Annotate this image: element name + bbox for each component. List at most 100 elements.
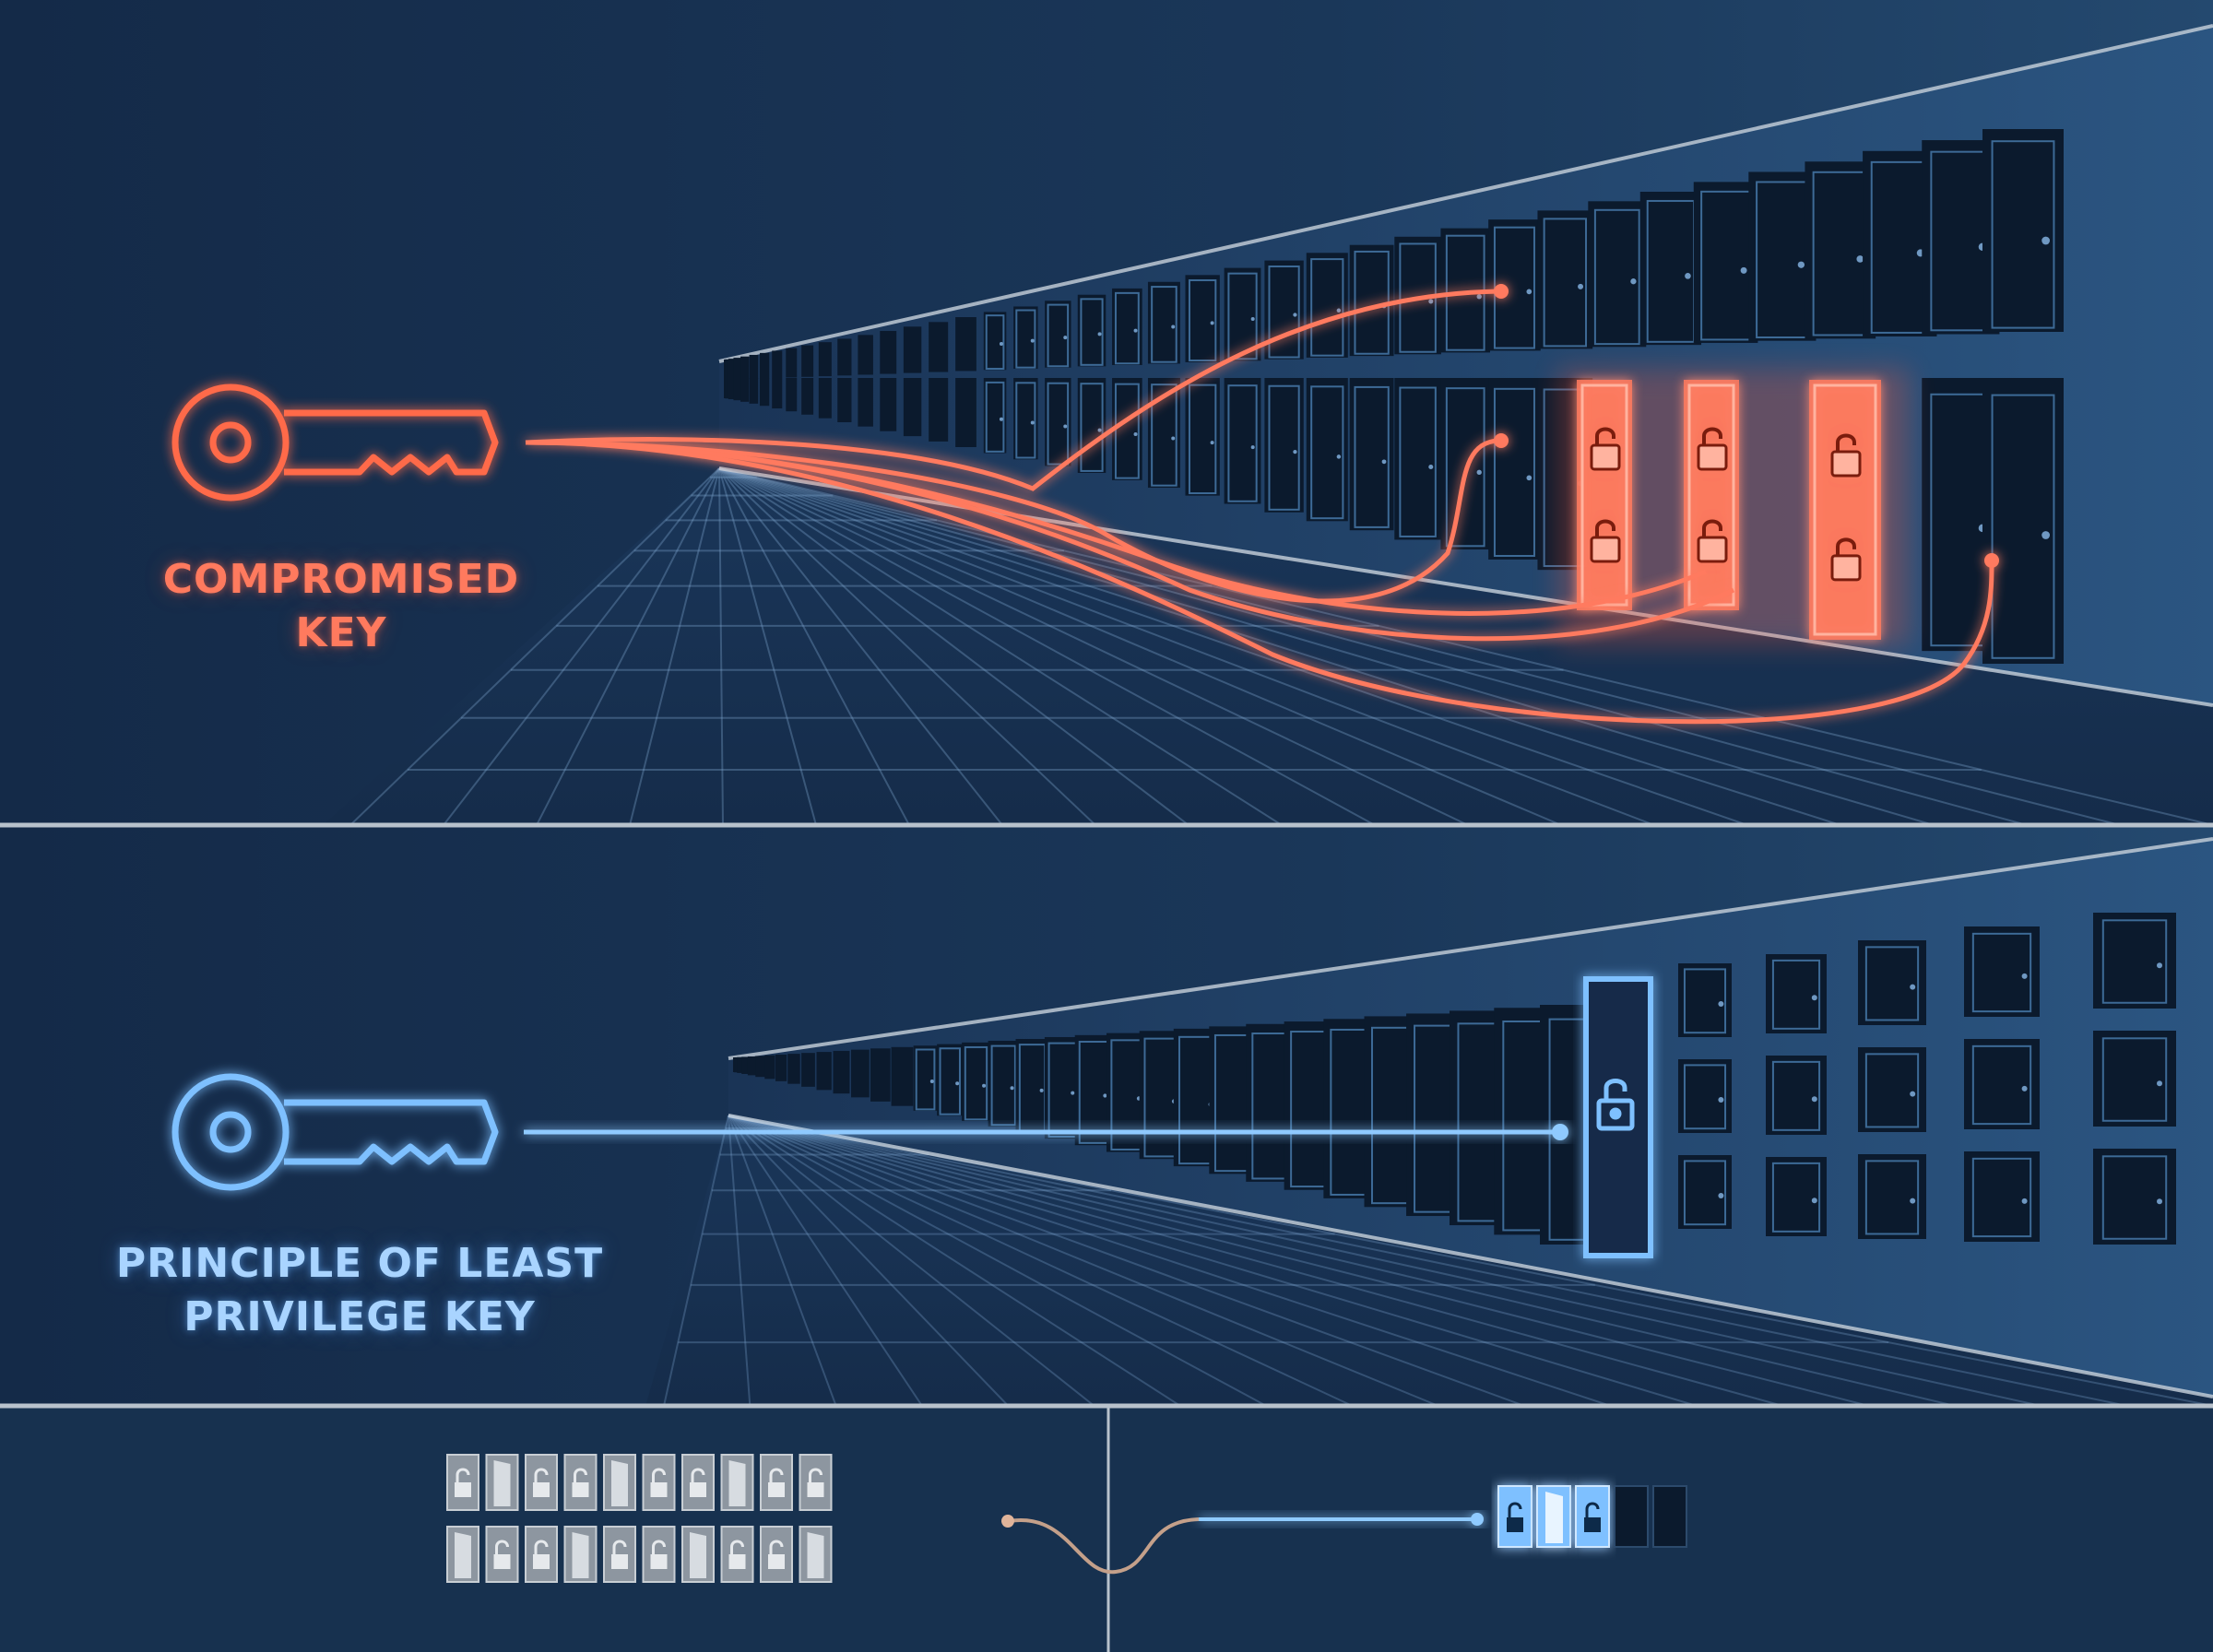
door-knob: [1171, 324, 1176, 329]
door-panel: [2093, 913, 2176, 1009]
door-panel: [733, 358, 742, 380]
door-knob: [2157, 1080, 2162, 1087]
unlocked-door-icon: [603, 1526, 636, 1583]
door-frame: [1227, 272, 1258, 360]
top-corridor: [323, 24, 2213, 826]
door-icon: [955, 378, 976, 447]
door-icon: [801, 345, 814, 377]
door-panel: [929, 378, 949, 442]
floor-grid-line: [718, 467, 1562, 826]
door-panel: [775, 1055, 787, 1081]
padlock-shackle: [1595, 427, 1615, 445]
door-icon: [1678, 1155, 1732, 1229]
door-icon: [1185, 275, 1220, 362]
unlocked-door-icon: [485, 1526, 519, 1583]
gray-padlock-shackle: [691, 1468, 705, 1482]
door-panel: [1224, 267, 1261, 361]
middle-door-rows: [733, 913, 2176, 1245]
door-icon: [801, 1053, 815, 1087]
blue-padlock-shackle: [1585, 1502, 1600, 1517]
gray-padlock-body: [690, 1482, 706, 1497]
padlock-body: [1697, 536, 1728, 563]
door-knob: [1133, 328, 1138, 333]
door-icon: [929, 378, 949, 442]
floor-grid-line: [728, 1115, 923, 1407]
door-frame: [1493, 387, 1535, 558]
door-frame: [964, 1045, 988, 1121]
door-panel: [983, 378, 1007, 454]
door-panel: [801, 345, 814, 377]
middle-ceiling-edge: [728, 837, 2213, 1060]
door-panel: [728, 378, 737, 400]
unlocked-door-frame: [1813, 384, 1877, 636]
door-icon: [1112, 288, 1142, 365]
gray-padlock-shackle: [809, 1468, 822, 1482]
door-icon: [833, 1050, 850, 1094]
door-panel: [1077, 378, 1106, 473]
door-knob: [1071, 1091, 1075, 1095]
floor-grid-line: [663, 1115, 729, 1407]
top-floor: [323, 468, 2213, 825]
door-icon: [1077, 294, 1106, 367]
door-icon: [1264, 260, 1304, 360]
blue-door-row: [1497, 1485, 1687, 1548]
door-frame: [1493, 226, 1535, 349]
door-panel: [1858, 1047, 1926, 1132]
door-panel: [749, 378, 759, 404]
door-frame: [1864, 1053, 1920, 1128]
floor-grid-line: [629, 467, 720, 826]
door-panel: [1185, 275, 1220, 362]
door-icon: [1015, 1039, 1049, 1133]
door-panel: [755, 1056, 765, 1078]
gray-padlock-body: [768, 1554, 785, 1569]
unlocked-door-panel: [1577, 380, 1632, 610]
door-knob: [1811, 1096, 1817, 1103]
floor-grid-line: [718, 467, 1376, 826]
unlocked-door-frame: [1687, 384, 1735, 607]
gray-padlock-shackle: [574, 1468, 587, 1482]
door-icon: [1964, 926, 2040, 1017]
door-icon: [728, 359, 737, 380]
gray-padlock-shackle: [769, 1468, 784, 1482]
door-icon: [858, 378, 873, 427]
door-panel: [858, 378, 873, 427]
door-icon: [1537, 210, 1593, 349]
door-knob: [1210, 321, 1214, 325]
path-end-dot-a: [1494, 284, 1509, 299]
door-panel: [1306, 253, 1348, 358]
door-icon: [1224, 378, 1261, 504]
door-icon: [749, 354, 759, 379]
blue-padlock-body: [1584, 1517, 1601, 1532]
door-icon: [1964, 1151, 2040, 1242]
door-panel: [858, 335, 873, 375]
door-panel: [1678, 1059, 1732, 1133]
door-icon: [1678, 963, 1732, 1037]
door-icon: [1224, 267, 1261, 361]
door-knob: [1578, 283, 1584, 289]
door-knob: [1526, 289, 1533, 295]
path-to-door-d: [525, 440, 1735, 642]
door-icon: [1693, 182, 1758, 343]
floor-grid-line: [718, 467, 724, 826]
door-frame: [1080, 383, 1104, 472]
floor-grid-line: [718, 467, 1189, 826]
door-icon: [1766, 1056, 1827, 1135]
door-icon: [1678, 1059, 1732, 1133]
door-panel: [818, 342, 832, 377]
door-knob: [1718, 1097, 1724, 1103]
door-knob: [1428, 299, 1434, 304]
door-frame: [1080, 298, 1104, 366]
gray-door-leaf: [807, 1532, 824, 1578]
door-icon: [1394, 236, 1441, 355]
padlock-shackle: [1702, 519, 1722, 537]
floor-grid-line: [443, 467, 720, 826]
unlocked-door-icon: [446, 1454, 479, 1511]
door-frame: [1114, 291, 1140, 365]
door-panel: [891, 1046, 914, 1106]
door-panel: [929, 322, 949, 372]
door-icon: [903, 326, 922, 373]
middle-floor: [645, 1115, 2213, 1406]
gray-padlock-body: [572, 1482, 589, 1497]
door-knob: [1910, 1198, 1916, 1204]
door-knob: [1063, 424, 1068, 429]
